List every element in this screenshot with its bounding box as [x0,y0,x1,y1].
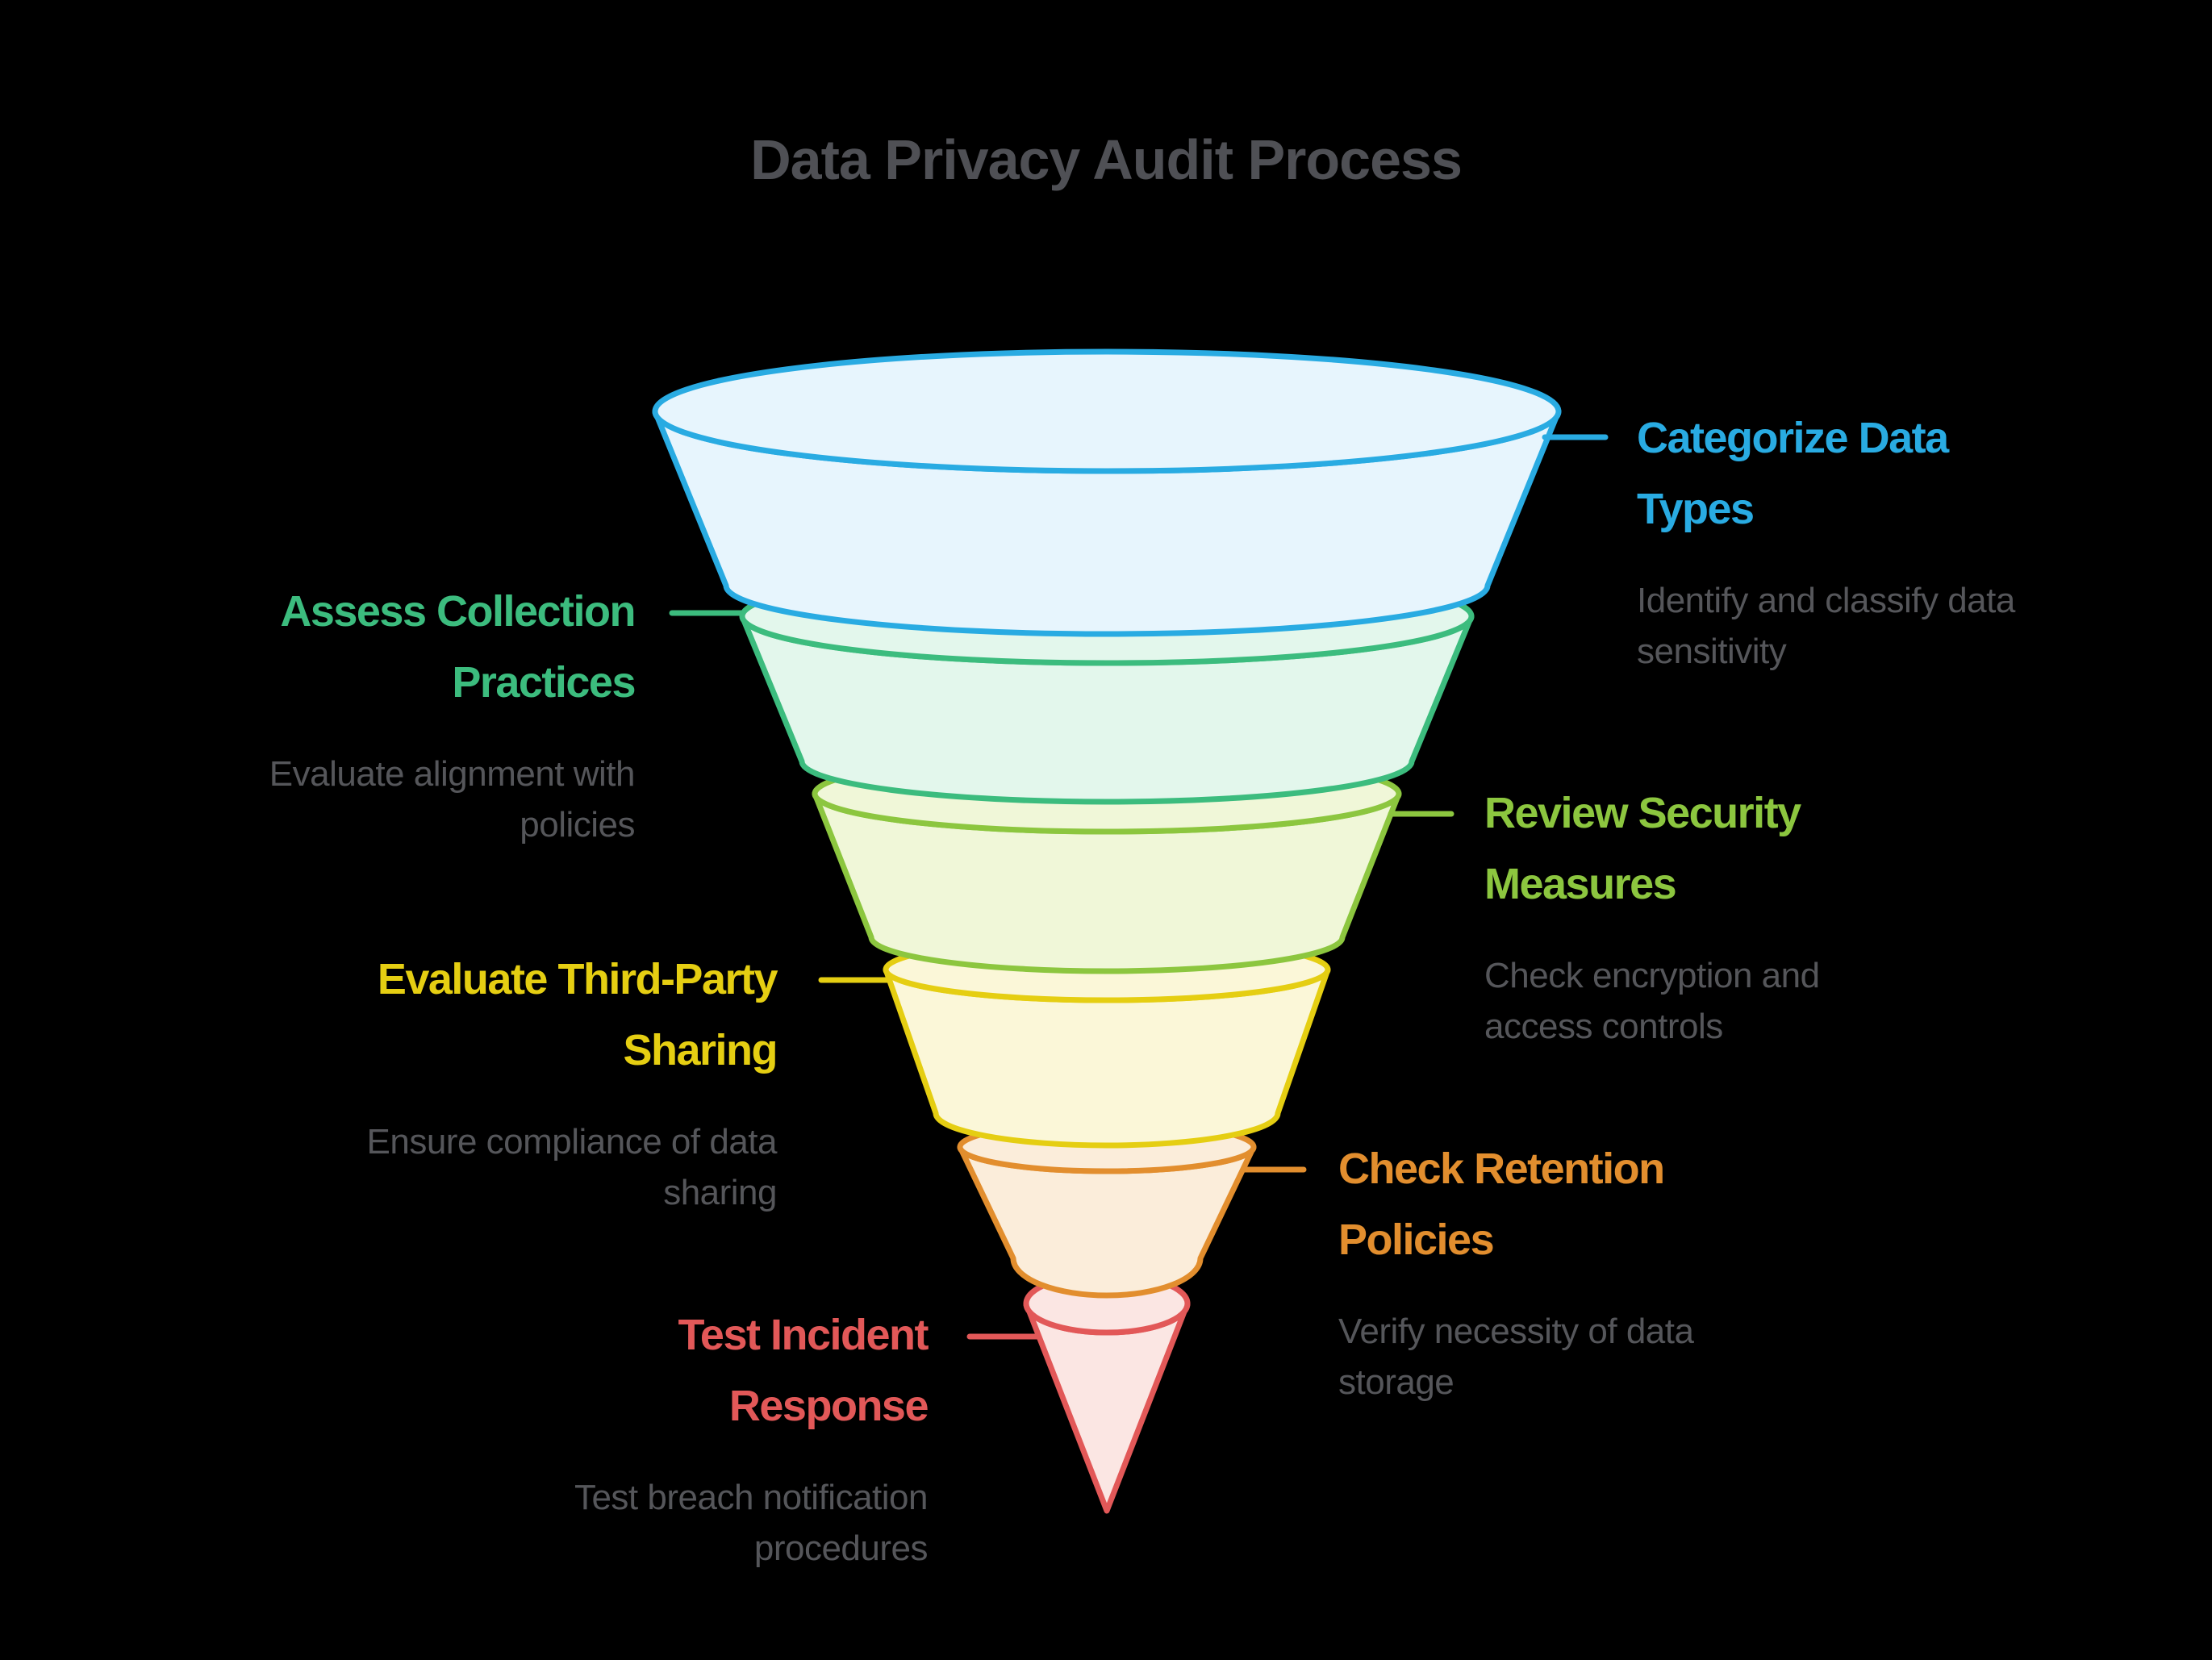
stage-title-line: Check Retention [1338,1145,1665,1193]
stage-desc-line: Test breach notification [574,1478,929,1517]
funnel-stage-rim-categorize-data-types [652,348,1562,474]
stage-description: Ensure compliance of data sharing [244,1116,778,1218]
stage-desc-line: storage [1338,1362,1454,1402]
stage-desc-line: Check encryption and [1484,956,1820,995]
stage-desc-line: Identify and classify data [1637,581,2015,620]
stage-desc-line: sharing [663,1173,777,1212]
stage-description: Check encryption and access controls [1484,950,2017,1052]
stage-title-line: Sharing [623,1026,778,1074]
stage-description: Identify and classify data sensitivity [1637,575,2169,677]
stage-desc-line: policies [520,805,635,845]
stage-desc-line: Verify necessity of data [1338,1312,1694,1351]
stage-title-line: Types [1637,485,1755,533]
stage-title-line: Review Security [1484,789,1801,837]
stage-desc-line: access controls [1484,1007,1723,1046]
stage-title-line: Evaluate Third-Party [377,955,778,1003]
stage-desc-line: sensitivity [1637,632,1787,671]
stage-title-line: Test Incident [678,1311,929,1359]
stage-title-line: Measures [1484,860,1677,908]
page-title: Data Privacy Audit Process [750,128,1463,191]
stage-description: Evaluate alignment with policies [102,749,636,850]
stage-title-line: Categorize Data [1637,414,1949,462]
stage-title-line: Practices [452,658,636,707]
stage-title-line: Response [728,1382,929,1430]
stage-desc-line: Ensure compliance of data [366,1122,778,1162]
stage-description: Test breach notification procedures [395,1472,929,1574]
stage-description: Verify necessity of data storage [1338,1306,1871,1408]
stage-desc-line: Evaluate alignment with [269,754,636,794]
stage-desc-line: procedures [753,1529,929,1568]
stage-title-line: Policies [1338,1216,1495,1264]
stage-title-line: Assess Collection [280,587,636,636]
